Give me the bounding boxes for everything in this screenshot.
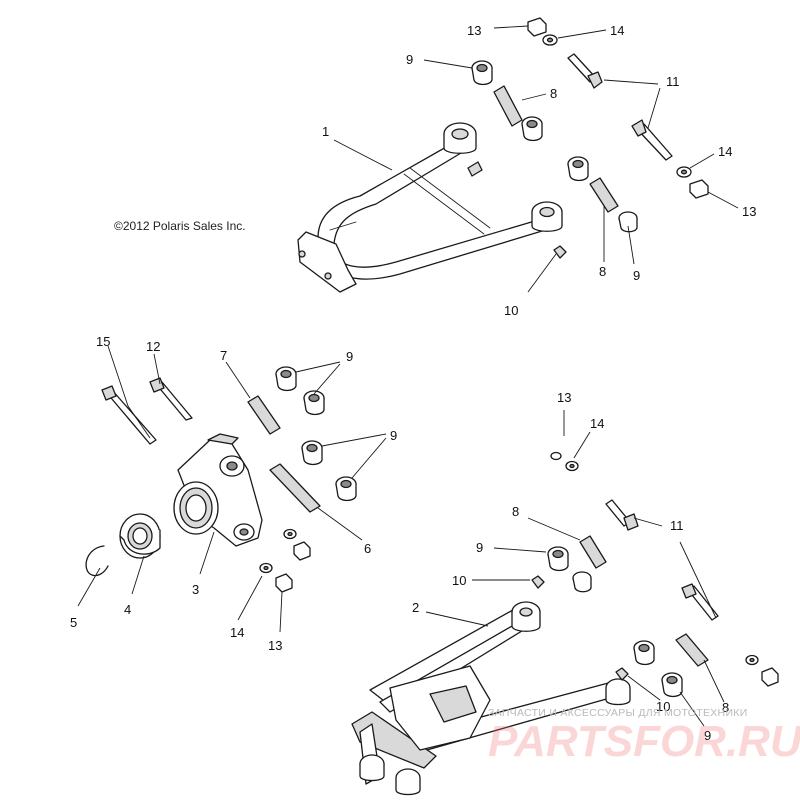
callout-1: 1 [322,124,329,139]
callout-14: 14 [718,144,732,159]
callout-9: 9 [476,540,483,555]
callout-4: 4 [124,602,131,617]
callout-13: 13 [557,390,571,405]
callout-13: 13 [742,204,756,219]
lower-hardware [531,451,779,698]
upper-a-arm [297,122,563,293]
leader-lines [77,25,739,727]
callout-2: 2 [412,600,419,615]
callout-10: 10 [504,303,518,318]
callout-14: 14 [590,416,604,431]
callout-9: 9 [406,52,413,67]
callout-8: 8 [550,86,557,101]
callout-9: 9 [633,268,640,283]
callout-8: 8 [599,264,606,279]
callout-14: 14 [610,23,624,38]
watermark-caption: ЗАПЧАСТИ И АКСЕССУАРЫ ДЛЯ МОТОТЕХНИКИ [488,707,748,719]
callout-11: 11 [666,74,680,89]
copyright-notice: ©2012 Polaris Sales Inc. [114,219,246,233]
retaining-ring [85,545,109,577]
callout-11: 11 [670,518,684,533]
callout-10: 10 [656,699,670,714]
callout-15: 15 [96,334,110,349]
callout-10: 10 [452,573,466,588]
bearing-carrier [173,433,263,547]
callout-12: 12 [146,339,160,354]
callout-numbers: 13 14 9 11 8 1 14 13 ©2012 Polaris Sales… [70,23,756,743]
callout-5: 5 [70,615,77,630]
lower-a-arm [351,601,631,796]
callout-13: 13 [467,23,481,38]
wheel-bearing [119,513,161,559]
watermark-brand: PARTSFOR.RU [488,717,800,766]
callout-8: 8 [512,504,519,519]
mid-hardware [101,366,357,593]
callout-7: 7 [220,348,227,363]
watermark: ЗАПЧАСТИ И АКСЕССУАРЫ ДЛЯ МОТОТЕХНИКИ PA… [488,707,800,766]
callout-6: 6 [364,541,371,556]
callout-14: 14 [230,625,244,640]
callout-13: 13 [268,638,282,653]
upper-hardware [471,17,709,259]
callout-9: 9 [704,728,711,743]
callout-3: 3 [192,582,199,597]
callout-9: 9 [346,349,353,364]
callout-8: 8 [722,700,729,715]
callout-9: 9 [390,428,397,443]
